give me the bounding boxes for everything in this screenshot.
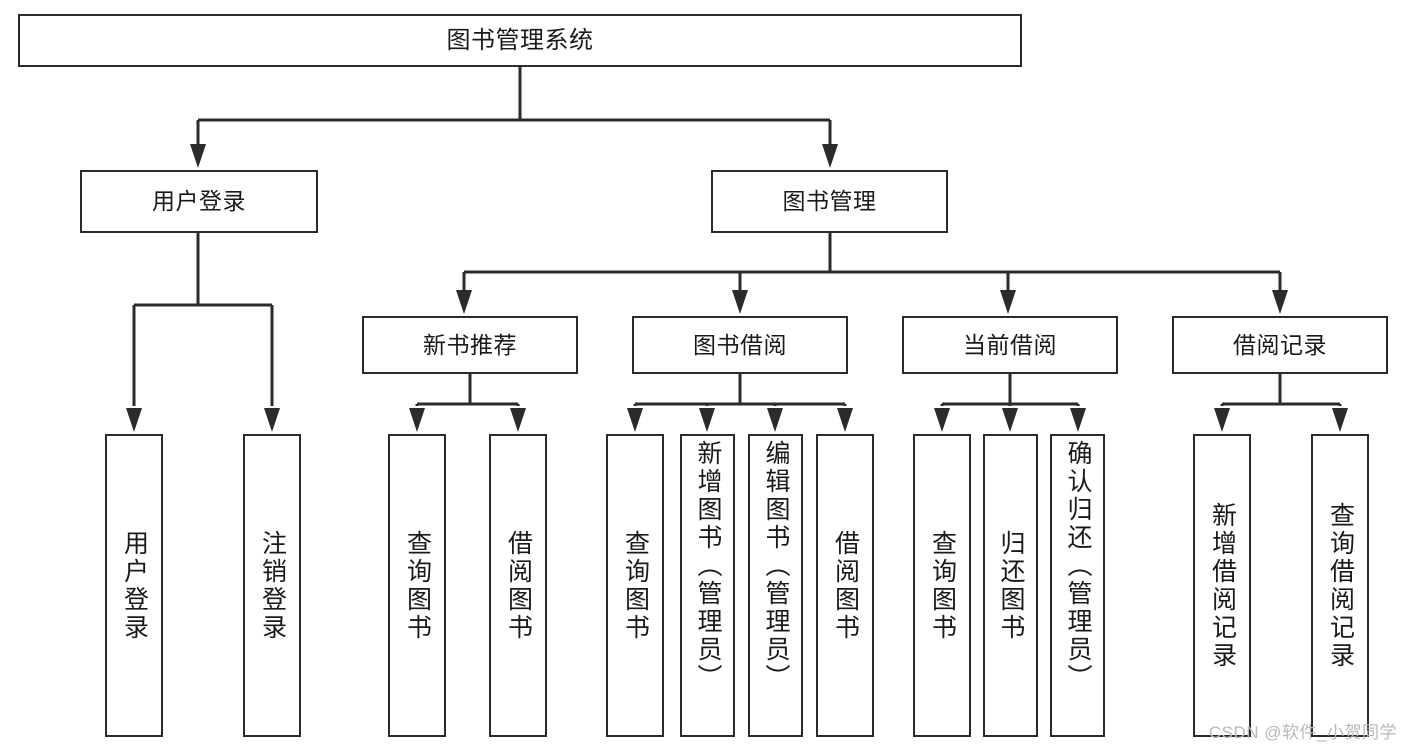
leaf-user-login-signin[interactable]: 用户登录 — [105, 434, 163, 737]
leaf-borrow-edit-book-admin-label: 编辑图书（管理员） — [762, 440, 790, 692]
leaf-current-return-book[interactable]: 归还图书 — [983, 434, 1038, 737]
leaf-record-add-label: 新增借阅记录 — [1208, 501, 1237, 670]
leaf-borrow-query-book-label: 查询图书 — [621, 529, 650, 642]
node-borrow-record-label: 借阅记录 — [1233, 331, 1327, 358]
leaf-record-query[interactable]: 查询借阅记录 — [1311, 434, 1369, 737]
leaf-current-confirm-return-admin[interactable]: 确认归还（管理员） — [1050, 434, 1105, 737]
node-book-borrow-label: 图书借阅 — [693, 331, 787, 358]
node-book-borrow[interactable]: 图书借阅 — [632, 316, 848, 374]
leaf-new-book-query[interactable]: 查询图书 — [388, 434, 446, 737]
leaf-current-return-book-label: 归还图书 — [997, 529, 1025, 642]
leaf-user-login-signout-label: 注销登录 — [258, 529, 287, 642]
node-root-label: 图书管理系统 — [446, 26, 594, 54]
leaf-record-add[interactable]: 新增借阅记录 — [1193, 434, 1251, 737]
leaf-user-login-signout[interactable]: 注销登录 — [243, 434, 301, 737]
node-new-book-recommend-label: 新书推荐 — [423, 331, 517, 358]
node-borrow-record[interactable]: 借阅记录 — [1172, 316, 1388, 374]
leaf-new-book-borrow-label: 借阅图书 — [504, 529, 533, 642]
leaf-borrow-borrow-book-label: 借阅图书 — [831, 529, 860, 642]
leaf-current-query-book[interactable]: 查询图书 — [913, 434, 971, 737]
node-user-login[interactable]: 用户登录 — [80, 170, 318, 233]
node-current-borrow-label: 当前借阅 — [963, 331, 1057, 358]
leaf-borrow-add-book-admin[interactable]: 新增图书（管理员） — [680, 434, 735, 737]
node-new-book-recommend[interactable]: 新书推荐 — [362, 316, 578, 374]
node-user-login-label: 用户登录 — [152, 188, 246, 215]
leaf-borrow-add-book-admin-label: 新增图书（管理员） — [694, 440, 722, 692]
leaf-new-book-query-label: 查询图书 — [403, 529, 432, 642]
arrowheads — [126, 144, 1348, 432]
leaf-borrow-edit-book-admin[interactable]: 编辑图书（管理员） — [748, 434, 803, 737]
leaf-borrow-borrow-book[interactable]: 借阅图书 — [816, 434, 874, 737]
leaf-current-query-book-label: 查询图书 — [928, 529, 957, 642]
leaf-new-book-borrow[interactable]: 借阅图书 — [489, 434, 547, 737]
leaf-record-query-label: 查询借阅记录 — [1326, 501, 1355, 670]
node-root[interactable]: 图书管理系统 — [18, 14, 1022, 67]
node-book-management-label: 图书管理 — [782, 188, 877, 215]
leaf-user-login-signin-label: 用户登录 — [120, 529, 149, 642]
node-book-management[interactable]: 图书管理 — [711, 170, 948, 233]
leaf-current-confirm-return-admin-label: 确认归还（管理员） — [1064, 440, 1092, 692]
leaf-borrow-query-book[interactable]: 查询图书 — [606, 434, 664, 737]
node-current-borrow[interactable]: 当前借阅 — [902, 316, 1118, 374]
